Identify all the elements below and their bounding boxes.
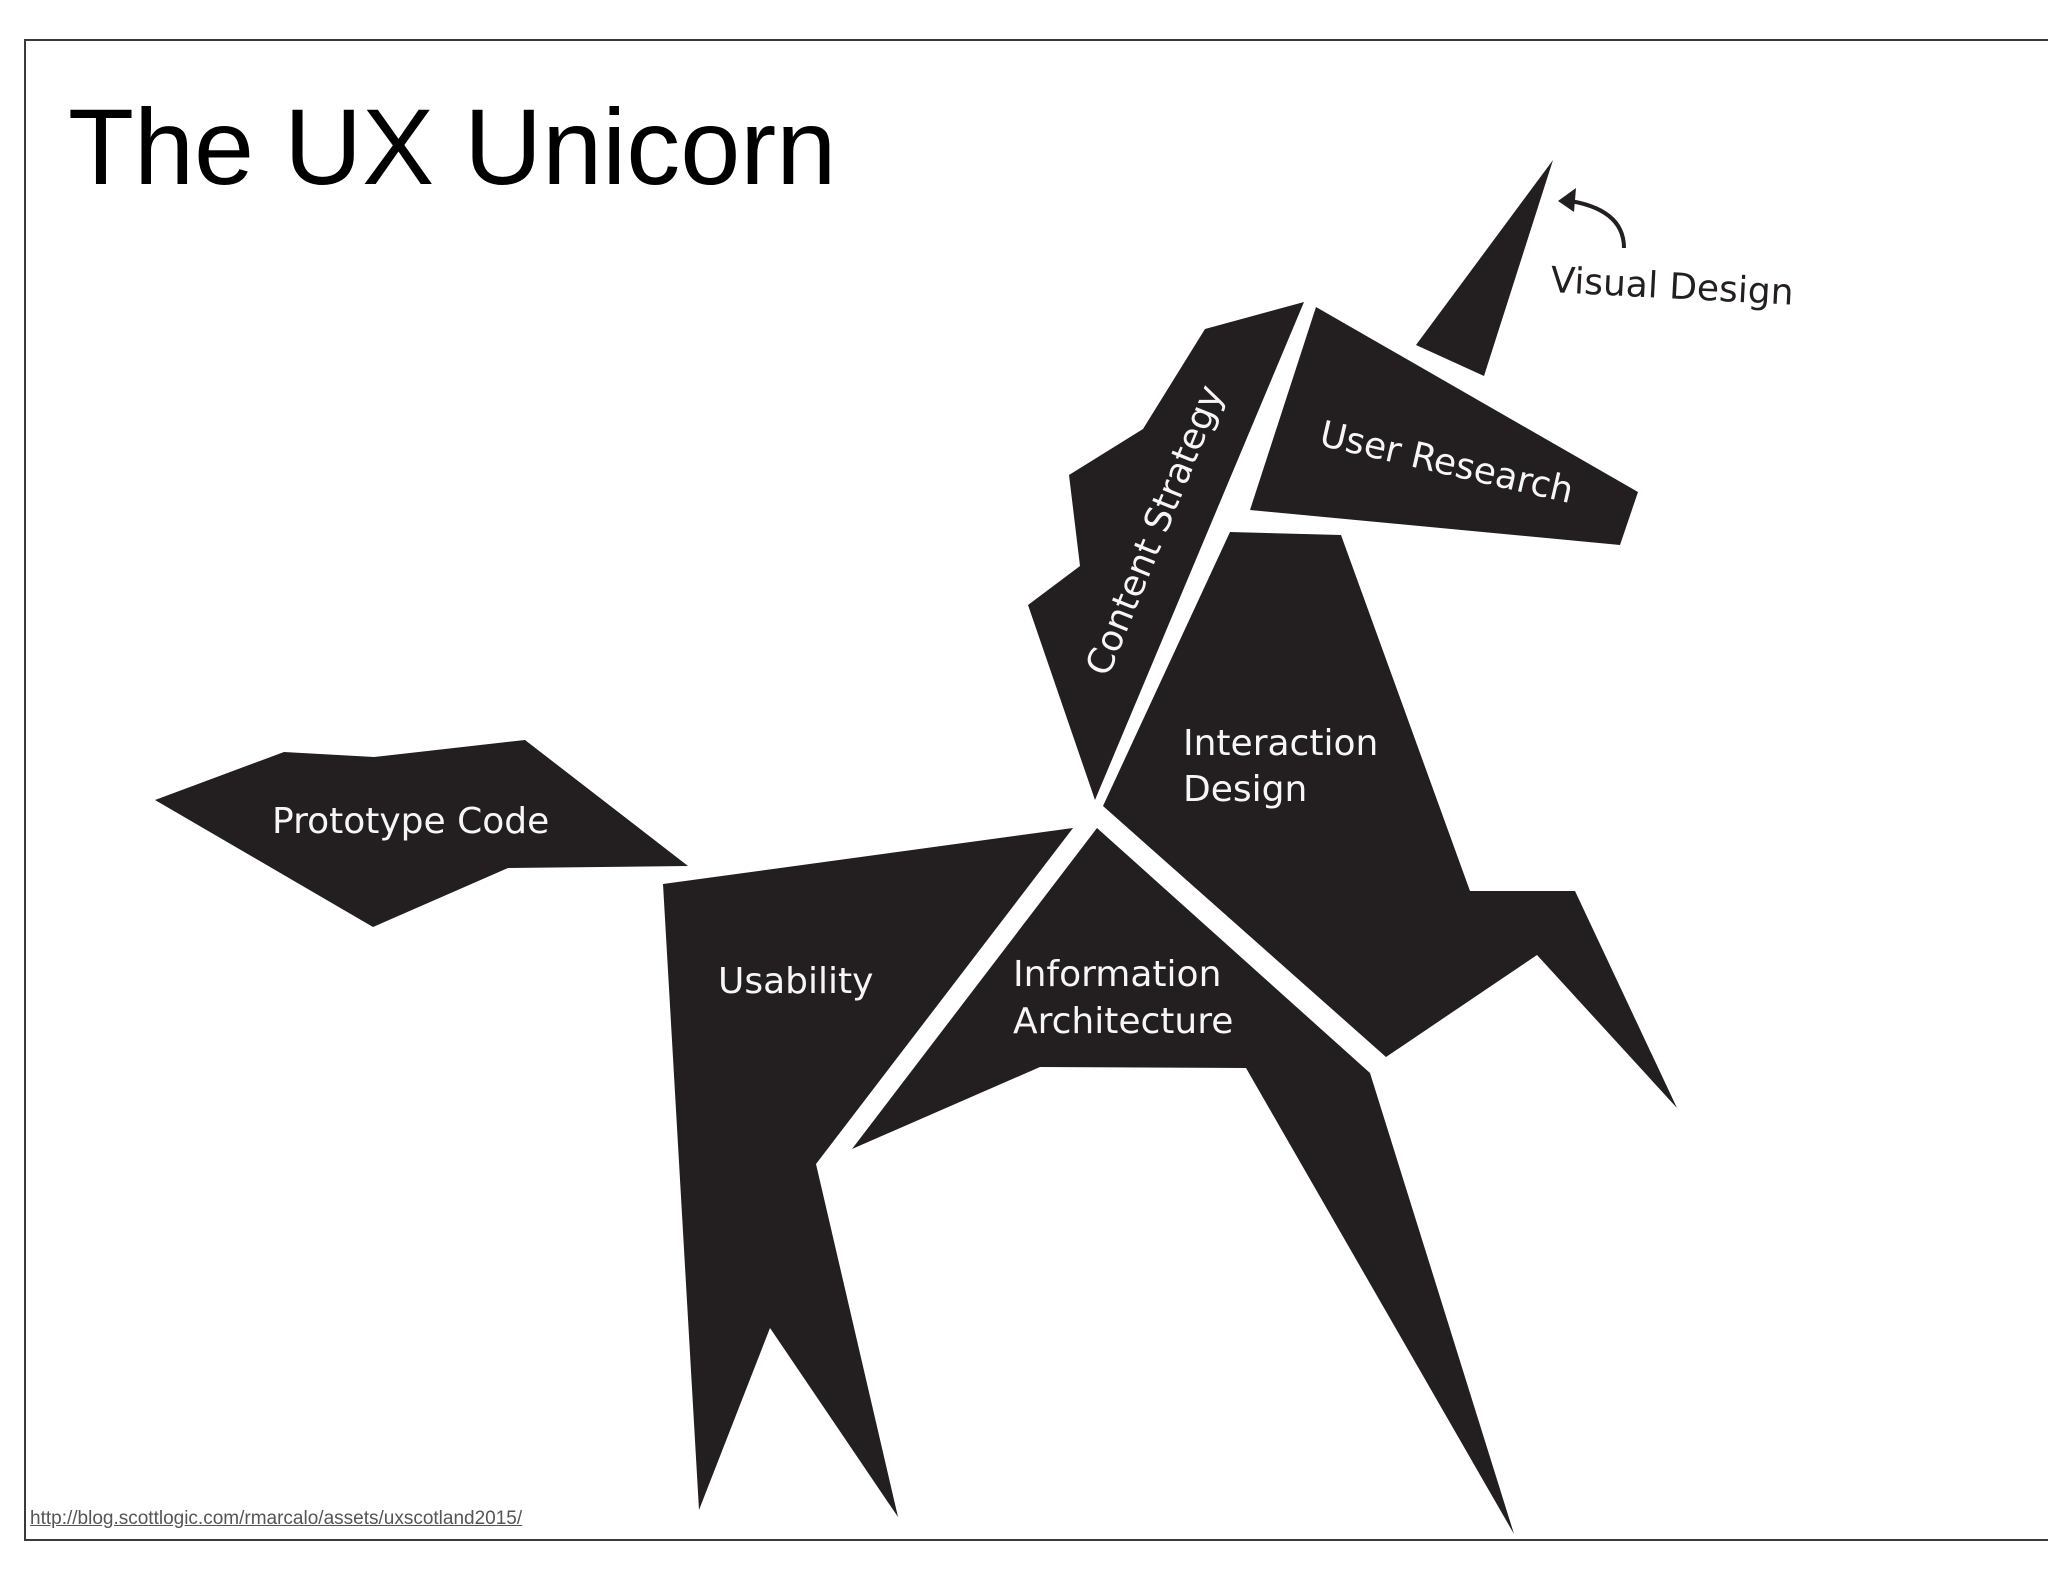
usability-label: Usability — [718, 961, 873, 1002]
information-architecture-label-line2: Architecture — [1013, 1001, 1233, 1042]
interaction-design-label-line2: Design — [1183, 769, 1307, 810]
information-architecture-label-line1: Information — [1013, 954, 1221, 995]
interaction-design-label-line1: Interaction — [1183, 723, 1378, 764]
usability-piece — [663, 828, 1073, 1517]
source-link[interactable]: http://blog.scottlogic.com/rmarcalo/asse… — [30, 1508, 523, 1529]
visual-design-arrow-icon — [1563, 198, 1626, 249]
information-architecture-piece — [852, 828, 1514, 1534]
horn-piece — [1416, 160, 1553, 376]
head-piece — [1250, 307, 1638, 545]
tail-piece — [155, 740, 688, 927]
interaction-design-piece — [1103, 532, 1677, 1108]
visual-design-arrowhead-icon — [1558, 188, 1576, 212]
slide-frame — [24, 39, 2048, 1541]
mane-piece — [1028, 302, 1304, 800]
prototype-code-label: Prototype Code — [272, 801, 549, 842]
slide-title: The UX Unicorn — [68, 86, 837, 207]
visual-design-label: Visual Design — [1550, 260, 1795, 314]
